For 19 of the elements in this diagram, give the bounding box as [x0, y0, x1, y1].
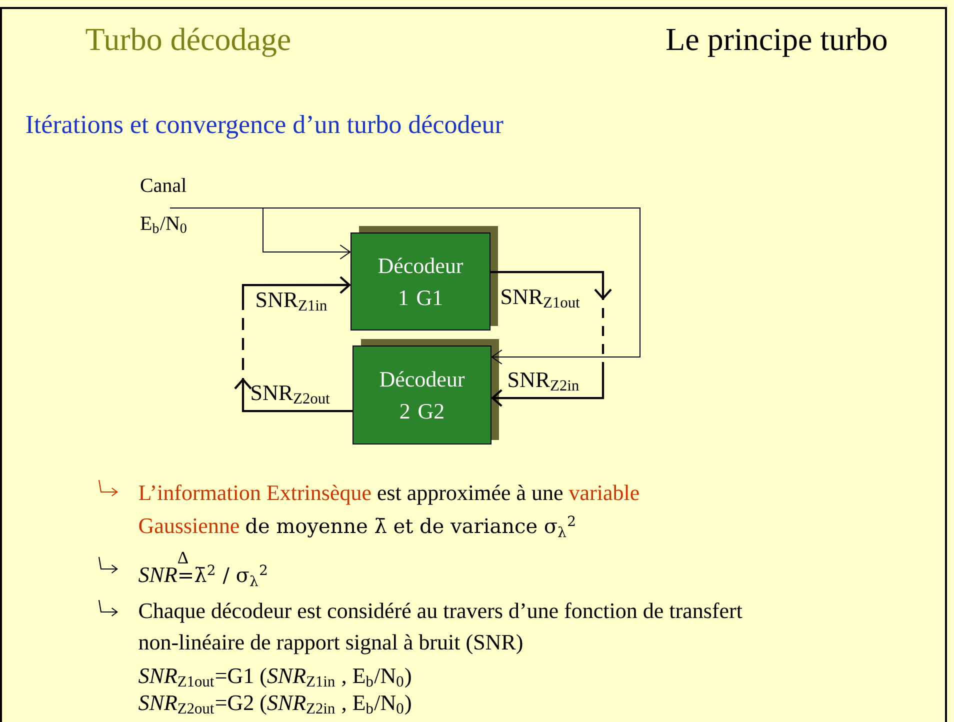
- signal-label: SNR$_{Z1in}$: [256, 292, 327, 310]
- bullet-text: Chaque décodeur est considéré au travers d’une fonction de transfert non-linéaire de rapport signal à bruit (SNR): [138, 602, 742, 654]
- arrow: [234, 276, 353, 412]
- formula-text: SNR Δ =λ̄$^{2}$ / σ$_{λ}$2: [138, 552, 267, 586]
- formula-text: SNR$_{Z1out}$=G1 (SNR$_{Z1in}$ , E$_{b}$/N$_{0}$): [138, 668, 411, 688]
- section-title: Le principe turbo: [666, 28, 887, 57]
- arrow: [490, 270, 612, 407]
- signal-label: SNR$_{Z1out}$: [502, 289, 580, 308]
- formula-text: SNR$_{Z2out}$=G2 (SNR$_{Z2in}$ , E$_{b}$/N$_{0}$): [138, 694, 411, 715]
- subtitle: Itérations et convergence d’un turbo décodeur: [26, 114, 504, 139]
- channel-label: Canal E$_{b}$/N$_{0}$: [140, 178, 186, 234]
- bullet-text: Gaussienne de moyenne λ̄ et de variance σ$_{λ}$2: [139, 516, 575, 538]
- signal-label: SNR$_{Z2in}$: [508, 372, 579, 390]
- signal-label: SNR$_{Z2out}$: [252, 385, 330, 404]
- bullet-text: L’information Extrinsèque est approximée à une variable: [138, 484, 639, 505]
- slide-title: Turbo décodage: [86, 28, 290, 57]
- decoder-box: Décodeur 2 G2: [352, 339, 499, 444]
- arrow: [170, 208, 640, 364]
- decoder-box: Décodeur 1 G1: [350, 226, 498, 330]
